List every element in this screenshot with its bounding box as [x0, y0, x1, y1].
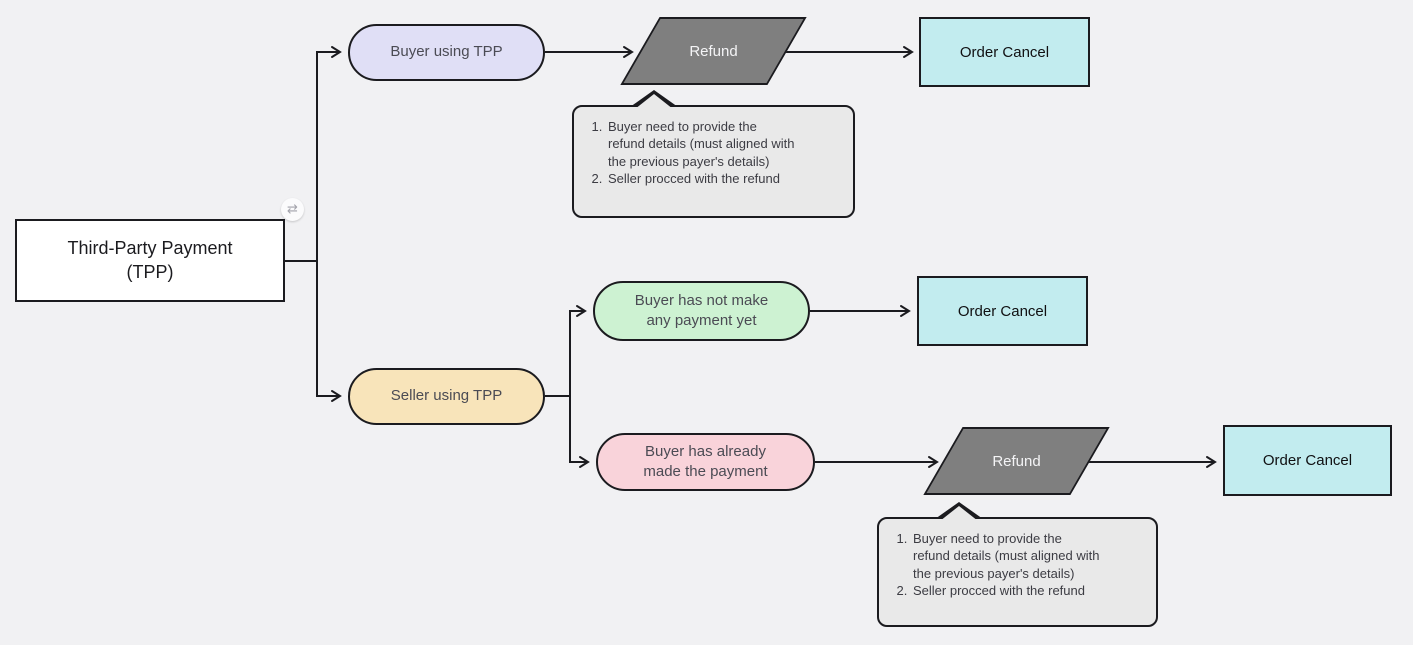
note-refund-steps-bottom[interactable]: Buyer need to provide the refund details… — [877, 502, 1158, 627]
node-label: Buyer has not make any payment yet — [634, 291, 769, 329]
node-label: Order Cancel — [957, 302, 1048, 320]
node-order-cancel-middle[interactable]: Order Cancel — [917, 276, 1088, 346]
note-item: Buyer need to provide the refund details… — [911, 530, 1100, 582]
node-buyer-using-tpp[interactable]: Buyer using TPP — [348, 24, 545, 81]
node-order-cancel-top[interactable]: Order Cancel — [919, 17, 1090, 87]
note-list: Buyer need to provide the refund details… — [574, 107, 853, 198]
node-label: Third-Party Payment (TPP) — [67, 238, 233, 282]
swap-arrows-icon[interactable]: ⇄ — [281, 198, 304, 221]
edge-root-to-seller[interactable] — [316, 261, 342, 402]
node-refund-bottom[interactable]: Refund — [923, 427, 1110, 495]
node-label: Buyer has already made the payment — [643, 442, 768, 480]
node-label: Seller using TPP — [390, 387, 503, 405]
note-item: Buyer need to provide the refund details… — [606, 118, 797, 170]
edge-seller-to-no-payment[interactable] — [545, 305, 587, 397]
note-list: Buyer need to provide the refund details… — [879, 519, 1156, 610]
node-order-cancel-bottom[interactable]: Order Cancel — [1223, 425, 1392, 496]
note-item: Seller procced with the refund — [911, 582, 1100, 599]
edge-root-to-buyer[interactable] — [285, 46, 342, 262]
node-label: Order Cancel — [1262, 452, 1353, 469]
node-third-party-payment[interactable]: Third-Party Payment (TPP) — [15, 219, 285, 302]
node-label: Order Cancel — [959, 43, 1050, 61]
note-refund-steps-top[interactable]: Buyer need to provide the refund details… — [572, 90, 855, 218]
node-label: Refund — [992, 452, 1041, 470]
node-label: Buyer using TPP — [390, 43, 503, 61]
node-buyer-no-payment[interactable]: Buyer has not make any payment yet — [593, 281, 810, 341]
node-buyer-already-paid[interactable]: Buyer has already made the payment — [596, 433, 815, 491]
node-seller-using-tpp[interactable]: Seller using TPP — [348, 368, 545, 425]
note-item: Seller procced with the refund — [606, 170, 797, 187]
node-refund-top[interactable]: Refund — [620, 17, 807, 85]
edge-seller-to-paid[interactable] — [569, 396, 590, 468]
node-label: Refund — [689, 42, 738, 60]
